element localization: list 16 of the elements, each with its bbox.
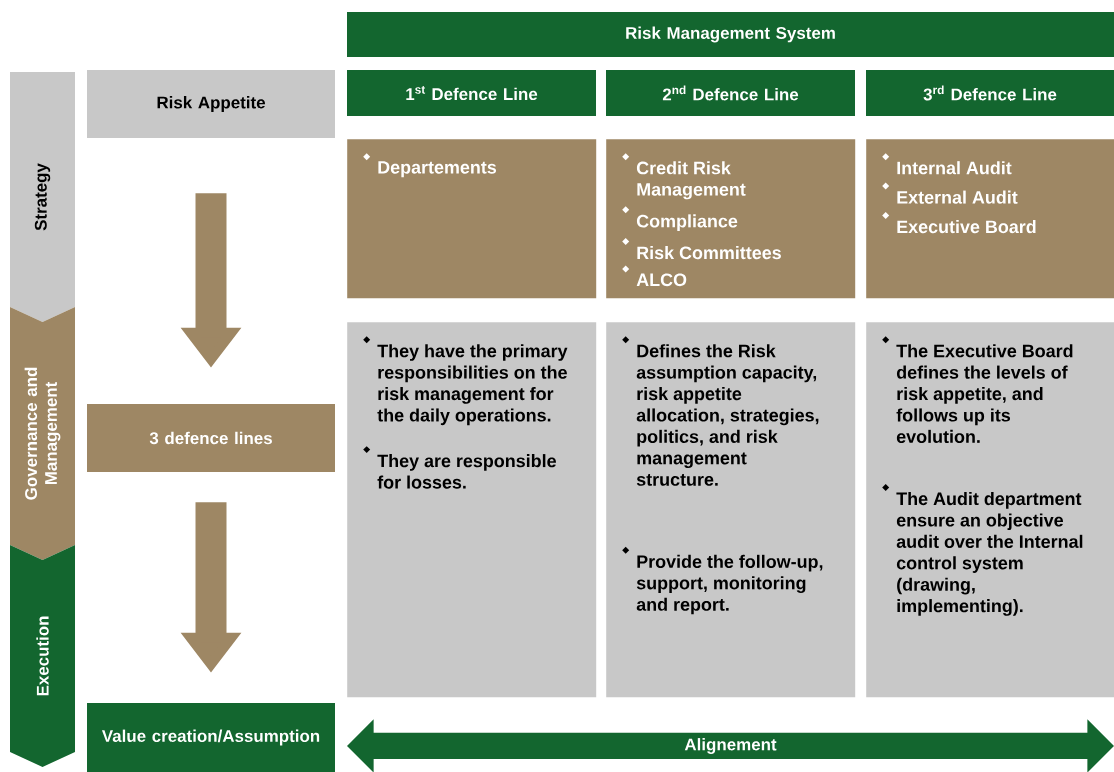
stage-band: Governance and Management — [10, 307, 75, 560]
column-header: 2$^{nd}$ Defence Line — [606, 70, 855, 116]
label-box: Risk Appetite — [87, 70, 335, 138]
list-box: Internal Audit External Audit Executive Board — [866, 139, 1114, 299]
stage-band: Execution — [10, 545, 75, 767]
banner: Risk Management System — [347, 12, 1114, 57]
description-box: The Executive Board defines the levels of risk appetite, and follows up its evolution. The Audit department ensure an objective audit over the Internal control system (drawing, implementing). — [866, 322, 1114, 698]
description-box: They have the primary responsibilities on the risk management for the daily operations. They are responsible for losses. — [347, 322, 597, 698]
column-header: 3$^{rd}$ Defence Line — [866, 70, 1114, 116]
label-box: Value creation/Assumption — [87, 703, 335, 772]
list-box: Credit Risk Management Compliance Risk Committees ALCO — [606, 139, 856, 299]
description-box: Defines the Risk assumption capacity, risk appetite allocation, strategies, politics, and risk management structure. Provide the follow-up, support, monitoring and report. — [606, 322, 856, 698]
column-header: 1$^{st}$ Defence Line — [347, 70, 596, 116]
label-box: 3 defence lines — [87, 404, 335, 472]
stage-band: Strategy — [10, 72, 75, 322]
list-box: Departements — [347, 139, 597, 299]
